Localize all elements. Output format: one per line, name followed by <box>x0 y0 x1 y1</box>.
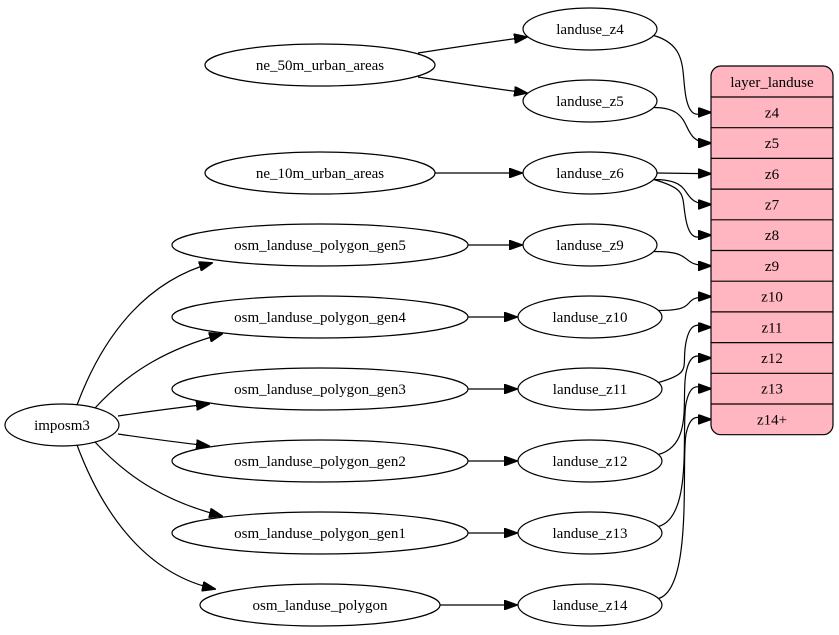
edge-ne-50m-to-z5 <box>417 76 527 93</box>
record-cell-z9: z9 <box>765 259 779 275</box>
node-z6: landuse_z6 <box>522 151 658 195</box>
node-ellipse <box>204 43 436 87</box>
record-cell-z7: z7 <box>765 197 780 213</box>
record-cell-z12: z12 <box>761 351 783 367</box>
record-cell-z5: z5 <box>765 136 779 152</box>
edge-imposm3-to-gen5 <box>76 263 212 406</box>
node-label: ne_50m_urban_areas <box>256 58 384 74</box>
edge-z6-to-layer-3 <box>653 178 711 204</box>
edge-ne-50m-to-z4 <box>417 37 527 54</box>
node-label: osm_landuse_polygon_gen3 <box>234 382 406 398</box>
node-ellipse <box>204 151 436 195</box>
edges <box>76 34 711 605</box>
node-ellipse <box>522 7 658 51</box>
node-label: landuse_z6 <box>556 166 624 182</box>
node-ellipse <box>517 511 663 555</box>
node-gen4: osm_landuse_polygon_gen4 <box>171 295 469 339</box>
edge-z4-to-layer-0 <box>653 34 711 114</box>
node-gen5: osm_landuse_polygon_gen5 <box>171 223 469 267</box>
node-z11: landuse_z11 <box>517 367 663 411</box>
node-ne-10m: ne_10m_urban_areas <box>204 151 436 195</box>
node-label: osm_landuse_polygon <box>253 598 388 614</box>
node-label: osm_landuse_polygon_gen5 <box>234 238 406 254</box>
node-label: landuse_z9 <box>556 238 623 254</box>
node-ellipse <box>171 223 469 267</box>
node-label: landuse_z14 <box>553 598 628 614</box>
edge-imposm3-to-gen2 <box>117 433 209 446</box>
record-title: layer_landuse <box>730 75 814 91</box>
node-ellipse <box>522 151 658 195</box>
record-cell-z6: z6 <box>765 167 780 183</box>
node-label: landuse_z5 <box>556 94 623 110</box>
node-z14: landuse_z14 <box>517 583 663 627</box>
record-cell-z14plus: z14+ <box>757 412 787 428</box>
node-z4: landuse_z4 <box>522 7 658 51</box>
node-imposm3: imposm3 <box>4 403 120 447</box>
node-ellipse <box>522 79 658 123</box>
node-z10: landuse_z10 <box>517 295 663 339</box>
node-label: osm_landuse_polygon_gen2 <box>234 454 406 470</box>
edge-imposm3-to-gen4 <box>94 334 222 409</box>
node-ellipse <box>199 583 441 627</box>
node-z12: landuse_z12 <box>517 439 663 483</box>
node-gen1: osm_landuse_polygon_gen1 <box>171 511 469 555</box>
node-label: landuse_z10 <box>553 310 628 326</box>
node-ellipse <box>171 439 469 483</box>
node-gen2: osm_landuse_polygon_gen2 <box>171 439 469 483</box>
edge-imposm3-to-poly <box>76 444 215 589</box>
node-label: landuse_z4 <box>556 22 624 38</box>
node-label: landuse_z12 <box>553 454 628 470</box>
record-cell-z8: z8 <box>765 228 779 244</box>
edge-imposm3-to-gen1 <box>94 441 222 516</box>
edge-z14-to-layer-10 <box>658 417 711 600</box>
node-label: imposm3 <box>34 418 90 434</box>
node-ellipse <box>171 295 469 339</box>
node-ne-50m: ne_50m_urban_areas <box>204 43 436 87</box>
node-z5: landuse_z5 <box>522 79 658 123</box>
record-cell-z10: z10 <box>761 290 783 306</box>
edge-z6-to-layer-4 <box>653 178 711 237</box>
node-z9: landuse_z9 <box>522 223 658 267</box>
edge-z12-to-layer-8 <box>658 356 711 456</box>
edge-z5-to-layer-1 <box>653 106 711 143</box>
node-ellipse <box>517 295 663 339</box>
node-label: landuse_z11 <box>553 382 627 398</box>
edge-z9-to-layer-5 <box>653 250 711 265</box>
node-gen3: osm_landuse_polygon_gen3 <box>171 367 469 411</box>
node-ellipse <box>522 223 658 267</box>
node-ellipse <box>4 403 120 447</box>
node-ellipse <box>517 583 663 627</box>
edge-z10-to-layer-6 <box>658 297 711 312</box>
node-ellipse <box>171 511 469 555</box>
node-label: landuse_z13 <box>553 526 628 542</box>
record-cell-z4: z4 <box>765 105 780 121</box>
node-label: osm_landuse_polygon_gen1 <box>234 526 406 542</box>
node-z13: landuse_z13 <box>517 511 663 555</box>
edge-z11-to-layer-7 <box>658 325 711 384</box>
node-label: osm_landuse_polygon_gen4 <box>234 310 406 326</box>
edge-z6-to-layer-2 <box>656 173 711 174</box>
layer-landuse-record: layer_landuse z4 z5 z6 z7 z8 z9 z10 z11 z12 z13 z14… <box>710 65 834 436</box>
edge-imposm3-to-gen3 <box>117 404 209 417</box>
node-poly: osm_landuse_polygon <box>199 583 441 627</box>
record-cell-z13: z13 <box>761 382 783 398</box>
node-ellipse <box>171 367 469 411</box>
node-ellipse <box>517 439 663 483</box>
record-cell-z11: z11 <box>761 320 782 336</box>
node-ellipse <box>517 367 663 411</box>
nodes: imposm3 ne_50m_urban_areas ne_10m_urban_ar… <box>4 7 663 627</box>
edge-z13-to-layer-9 <box>658 387 711 528</box>
node-label: ne_10m_urban_areas <box>256 166 384 182</box>
